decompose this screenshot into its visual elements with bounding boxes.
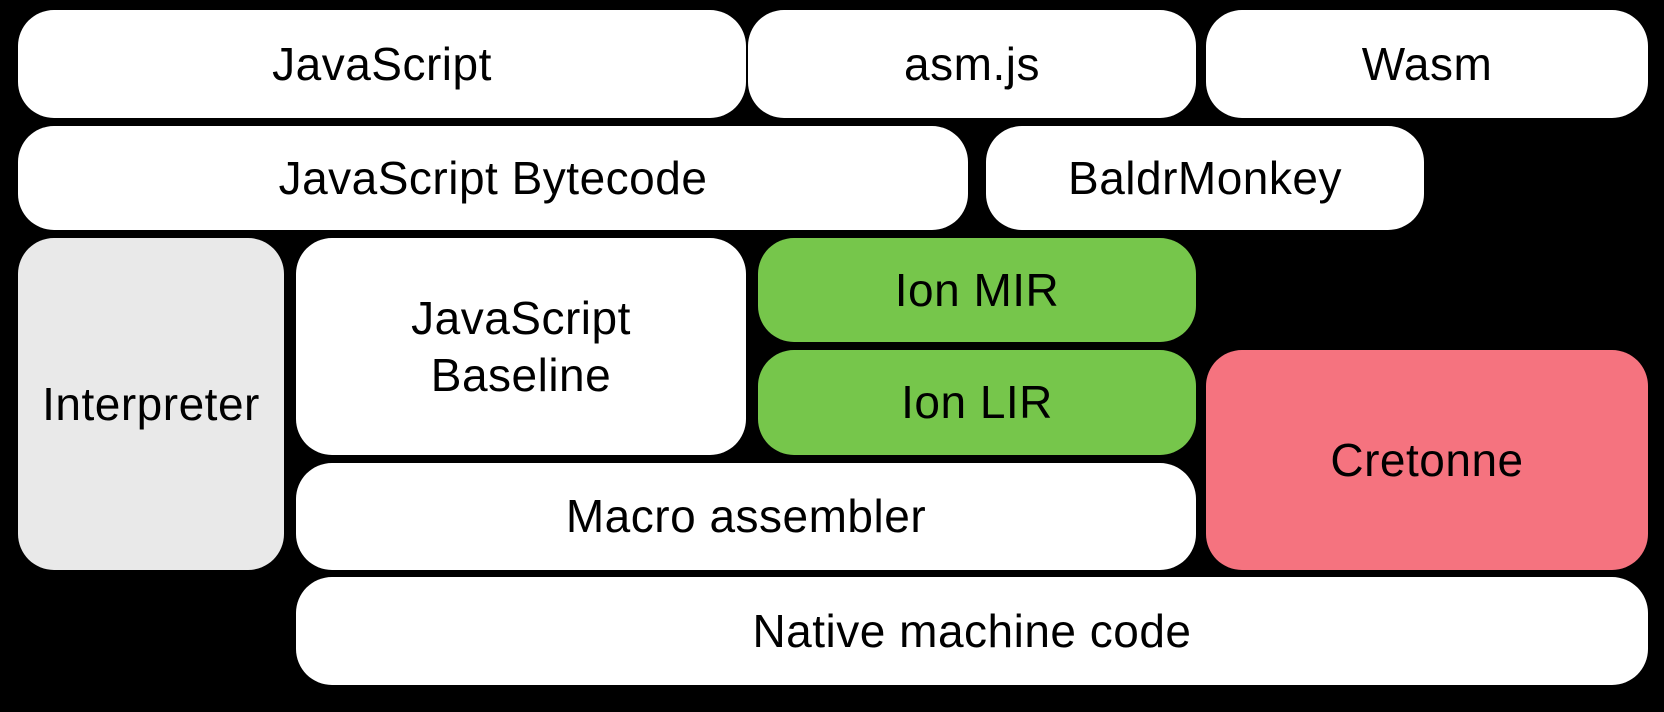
box-ion-mir: Ion MIR — [758, 238, 1196, 342]
box-baldrmonkey-label: BaldrMonkey — [1068, 151, 1342, 204]
box-javascript-bytecode-label: JavaScript Bytecode — [278, 151, 708, 204]
box-ion-lir-label: Ion LIR — [901, 376, 1053, 429]
box-cretonne: Cretonne — [1206, 350, 1648, 570]
box-native-machine-code: Native machine code — [296, 577, 1648, 685]
box-ion-lir: Ion LIR — [758, 350, 1196, 455]
box-cretonne-label: Cretonne — [1330, 433, 1524, 486]
box-ion-mir-label: Ion MIR — [894, 263, 1060, 316]
box-javascript-baseline-label: JavaScript Baseline — [411, 292, 631, 401]
box-interpreter: Interpreter — [18, 238, 284, 570]
box-interpreter-label: Interpreter — [42, 377, 260, 430]
box-javascript-bytecode: JavaScript Bytecode — [18, 126, 968, 230]
box-javascript-baseline: JavaScript Baseline — [296, 238, 746, 455]
box-wasm: Wasm — [1206, 10, 1648, 118]
box-asm-js: asm.js — [748, 10, 1196, 118]
box-wasm-label: Wasm — [1361, 37, 1493, 90]
box-macro-assembler-label: Macro assembler — [565, 490, 927, 543]
box-javascript-label: JavaScript — [272, 37, 492, 90]
box-javascript: JavaScript — [18, 10, 746, 118]
box-native-machine-code-label: Native machine code — [752, 604, 1192, 657]
box-baldrmonkey: BaldrMonkey — [986, 126, 1424, 230]
box-asm-js-label: asm.js — [904, 37, 1040, 90]
box-macro-assembler: Macro assembler — [296, 463, 1196, 570]
